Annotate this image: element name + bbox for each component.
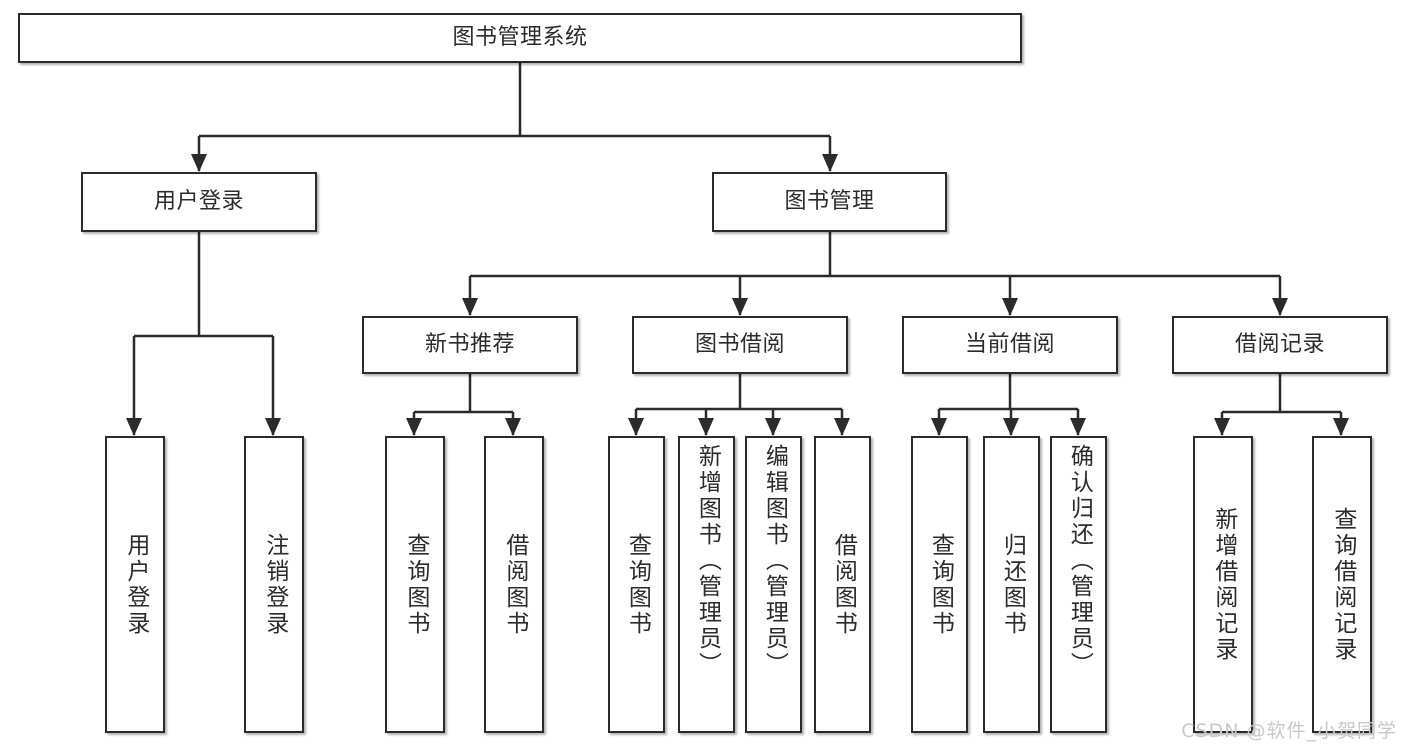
node-label: 编辑图书（管理员）: [761, 444, 788, 678]
node-label: 新书推荐: [424, 332, 515, 358]
node-label: 查询图书: [927, 532, 954, 637]
node-label: 借阅图书: [830, 532, 857, 637]
node-label: 查询图书: [402, 532, 429, 637]
node-label: 图书借阅: [694, 332, 785, 358]
node-borrow-record[interactable]: 借阅记录: [1172, 316, 1388, 374]
node-leaf-user-login[interactable]: 用户登录: [105, 436, 165, 733]
node-leaf-query-book-rec[interactable]: 查询图书: [385, 436, 445, 733]
csdn-watermark: CSDN @软件_小贺同学: [1181, 720, 1397, 742]
node-label: 查询图书: [624, 532, 651, 637]
node-label: 当前借阅: [964, 332, 1055, 358]
node-root[interactable]: 图书管理系统: [18, 13, 1022, 63]
node-leaf-edit-book[interactable]: 编辑图书（管理员）: [745, 436, 802, 733]
arrow-head-icon: [834, 418, 850, 436]
arrow-head-icon: [1003, 418, 1019, 436]
node-label: 图书管理系统: [452, 25, 588, 51]
node-leaf-query-book-borrow[interactable]: 查询图书: [608, 436, 665, 733]
node-label: 用户登录: [122, 532, 149, 637]
arrow-head-icon: [1070, 418, 1086, 436]
node-label: 新增图书（管理员）: [694, 444, 721, 678]
node-label: 借阅记录: [1234, 332, 1325, 358]
arrow-head-icon: [1333, 418, 1349, 436]
node-user-login[interactable]: 用户登录: [81, 172, 317, 232]
node-new-book-rec[interactable]: 新书推荐: [362, 316, 578, 374]
node-label: 注销登录: [261, 532, 288, 637]
arrow-head-icon: [406, 418, 422, 436]
node-leaf-borrow-book[interactable]: 借阅图书: [814, 436, 871, 733]
node-book-borrow[interactable]: 图书借阅: [632, 316, 848, 374]
arrow-head-icon: [765, 418, 781, 436]
node-leaf-return-book[interactable]: 归还图书: [983, 436, 1040, 733]
arrow-head-icon: [732, 298, 748, 316]
arrow-head-icon: [822, 154, 838, 172]
node-leaf-add-record[interactable]: 新增借阅记录: [1193, 436, 1253, 733]
node-label: 新增借阅记录: [1210, 506, 1237, 663]
node-label: 借阅图书: [501, 532, 528, 637]
node-label: 图书管理: [784, 189, 875, 215]
arrow-head-icon: [265, 418, 281, 436]
node-leaf-query-record[interactable]: 查询借阅记录: [1312, 436, 1372, 733]
node-leaf-confirm-return[interactable]: 确认归还（管理员）: [1050, 436, 1107, 733]
arrow-head-icon: [698, 418, 714, 436]
arrow-head-icon: [1214, 418, 1230, 436]
node-leaf-logout[interactable]: 注销登录: [244, 436, 304, 733]
arrow-head-icon: [126, 418, 142, 436]
arrow-head-icon: [1272, 298, 1288, 316]
node-label: 用户登录: [153, 189, 244, 215]
node-label: 确认归还（管理员）: [1066, 444, 1093, 678]
arrow-head-icon: [931, 418, 947, 436]
node-book-manage[interactable]: 图书管理: [712, 172, 947, 232]
arrow-head-icon: [1002, 298, 1018, 316]
node-current-borrow[interactable]: 当前借阅: [902, 316, 1118, 374]
arrow-head-icon: [505, 418, 521, 436]
node-leaf-query-book-cur[interactable]: 查询图书: [911, 436, 968, 733]
arrow-head-icon: [462, 298, 478, 316]
arrow-head-icon: [191, 154, 207, 172]
node-leaf-add-book[interactable]: 新增图书（管理员）: [678, 436, 735, 733]
arrow-head-icon: [628, 418, 644, 436]
node-leaf-borrow-book-rec[interactable]: 借阅图书: [484, 436, 544, 733]
node-label: 查询借阅记录: [1329, 506, 1356, 663]
node-label: 归还图书: [999, 532, 1026, 637]
